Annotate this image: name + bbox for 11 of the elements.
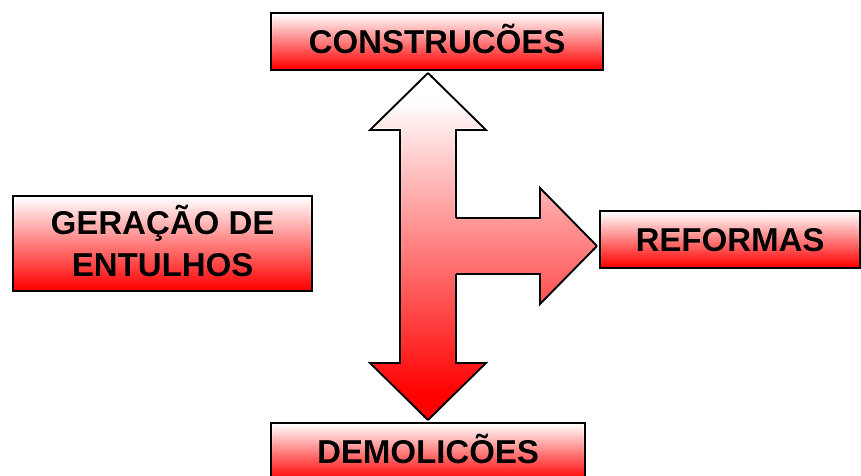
- box-label: DEMOLICÕES: [317, 432, 539, 472]
- topic-box: [599, 210, 861, 269]
- box-label: GERAÇÃO DE ENTULHOS: [50, 203, 276, 284]
- block-arrow: [368, 72, 488, 247]
- block-arrow: [428, 186, 598, 306]
- box-label: REFORMAS: [636, 220, 824, 260]
- topic-box: [12, 195, 313, 292]
- box-label: CONSTRUCÕES: [308, 22, 566, 62]
- topic-box: [270, 422, 586, 476]
- block-arrow: [368, 245, 488, 421]
- title-box: [270, 12, 604, 71]
